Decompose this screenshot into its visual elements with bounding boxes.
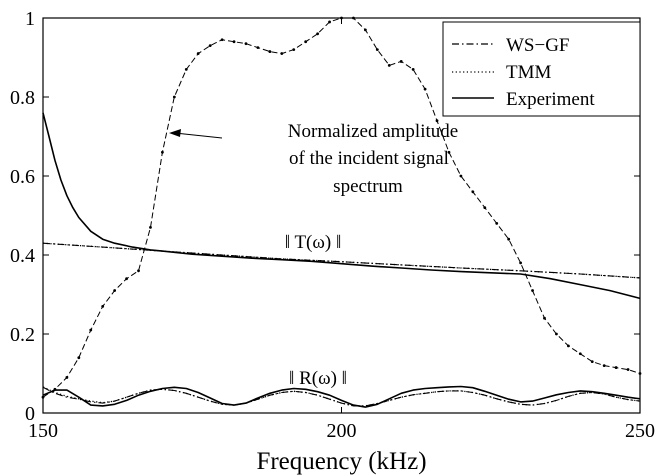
data-point-incident-signal-spectrum xyxy=(363,28,367,32)
data-point-incident-signal-spectrum xyxy=(89,328,93,332)
data-point-incident-signal-spectrum xyxy=(399,60,403,63)
data-point-incident-signal-spectrum xyxy=(328,20,331,24)
data-point-incident-signal-spectrum xyxy=(387,64,391,67)
data-point-incident-signal-spectrum xyxy=(435,119,439,123)
x-tick-label: 250 xyxy=(625,420,655,442)
legend-label-tmm: TMM xyxy=(506,62,552,83)
data-point-incident-signal-spectrum xyxy=(172,95,176,99)
annotations: Normalized amplitude of the incident sig… xyxy=(169,121,458,389)
data-point-incident-signal-spectrum xyxy=(447,150,451,154)
data-point-incident-signal-spectrum xyxy=(566,344,570,348)
data-point-incident-signal-spectrum xyxy=(137,269,140,273)
data-point-incident-signal-spectrum xyxy=(495,222,499,225)
data-point-incident-signal-spectrum xyxy=(555,332,558,336)
data-point-incident-signal-spectrum xyxy=(531,289,534,292)
series-line-experiment-t xyxy=(42,112,641,300)
annotation-arrow-head xyxy=(169,129,181,137)
y-tick-label: 0 xyxy=(25,403,35,425)
data-point-incident-signal-spectrum xyxy=(507,237,511,241)
series-line-ws-gf-t xyxy=(42,242,641,279)
data-point-incident-signal-spectrum xyxy=(77,356,81,360)
data-point-incident-signal-spectrum xyxy=(543,316,546,320)
data-point-incident-signal-spectrum xyxy=(411,67,415,71)
y-tick-label: 0.6 xyxy=(10,166,35,188)
y-tick-label: 0.2 xyxy=(10,324,35,346)
data-point-incident-signal-spectrum xyxy=(590,360,594,364)
data-point-incident-signal-spectrum xyxy=(483,206,487,210)
data-point-incident-signal-spectrum xyxy=(268,50,272,53)
data-point-incident-signal-spectrum xyxy=(184,67,188,71)
x-tick-label: 200 xyxy=(327,420,357,442)
data-point-incident-signal-spectrum xyxy=(292,48,296,51)
data-point-incident-signal-spectrum xyxy=(423,87,427,91)
data-point-incident-signal-spectrum xyxy=(244,42,248,46)
spectrum-annotation-line-2: of the incident signal xyxy=(289,148,449,169)
data-point-incident-signal-spectrum xyxy=(101,304,105,308)
data-point-incident-signal-spectrum xyxy=(149,225,152,229)
data-point-incident-signal-spectrum xyxy=(220,38,224,42)
data-point-incident-signal-spectrum xyxy=(208,44,212,48)
x-tick-label: 150 xyxy=(28,420,58,442)
legend: WS−GF TMM Experiment xyxy=(442,21,641,117)
x-axis-label: Frequency (kHz) xyxy=(256,448,426,475)
legend-label-experiment: Experiment xyxy=(506,89,595,110)
legend-box xyxy=(442,21,641,117)
y-tick-label: 0.8 xyxy=(10,87,35,109)
data-point-incident-signal-spectrum xyxy=(125,277,128,281)
y-tick-label: 1 xyxy=(25,8,35,30)
legend-label-ws-gf: WS−GF xyxy=(506,35,570,56)
data-point-incident-signal-spectrum xyxy=(614,366,618,369)
data-point-incident-signal-spectrum xyxy=(232,40,236,44)
transmission-label: ‖ T(ω) ‖ xyxy=(285,232,342,253)
spectrum-annotation-line-3: spectrum xyxy=(333,176,403,197)
reflection-label: ‖ R(ω) ‖ xyxy=(289,368,347,389)
spectrum-annotation-line-1: Normalized amplitude xyxy=(288,121,458,142)
plot-area xyxy=(41,16,642,408)
data-point-incident-signal-spectrum xyxy=(578,352,582,356)
data-point-incident-signal-spectrum xyxy=(375,48,379,51)
data-point-incident-signal-spectrum xyxy=(316,32,320,36)
data-point-incident-signal-spectrum xyxy=(280,52,284,55)
data-point-incident-signal-spectrum xyxy=(65,376,69,379)
data-point-incident-signal-spectrum xyxy=(459,174,463,178)
data-point-incident-signal-spectrum xyxy=(602,364,606,367)
series-line-tmm-r xyxy=(42,386,641,407)
data-point-incident-signal-spectrum xyxy=(471,190,475,194)
data-point-incident-signal-spectrum xyxy=(304,40,308,44)
data-point-incident-signal-spectrum xyxy=(256,46,260,50)
y-tick-label: 0.4 xyxy=(10,245,35,267)
data-point-incident-signal-spectrum xyxy=(519,261,522,265)
data-point-incident-signal-spectrum xyxy=(113,289,117,292)
annotation-arrow-shaft xyxy=(174,132,223,139)
data-point-incident-signal-spectrum xyxy=(161,150,164,154)
data-point-incident-signal-spectrum xyxy=(626,368,630,371)
data-point-incident-signal-spectrum xyxy=(196,52,200,55)
series-line-experiment-r xyxy=(42,385,641,408)
